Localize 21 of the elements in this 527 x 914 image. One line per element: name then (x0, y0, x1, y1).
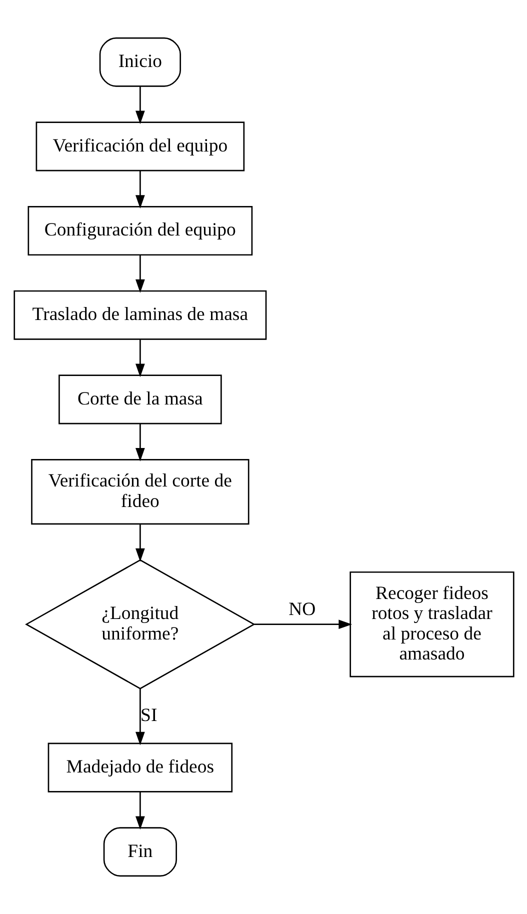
node-box: Configuración del equipo (27, 206, 252, 256)
node-box: Madejado de fideos (47, 742, 232, 792)
node-box: Fin (102, 827, 176, 877)
node-box: Traslado de laminas de masa (13, 290, 266, 340)
node-box: Verificación del corte de fideo (30, 459, 249, 525)
arrow (135, 255, 144, 293)
edge-label: SI (140, 704, 157, 726)
arrow (135, 524, 144, 562)
arrow (254, 620, 352, 630)
arrow (135, 170, 144, 209)
node-box: Inicio (98, 37, 180, 87)
arrow (135, 688, 144, 746)
node-diamond: ¿Longitud uniforme? (24, 559, 255, 690)
arrow (135, 792, 144, 830)
node-box: Corte de la masa (58, 374, 222, 424)
arrow (135, 86, 144, 124)
arrow (135, 424, 144, 462)
node-box: Recoger fideos rotos y trasladar al proceso de amasado (349, 571, 514, 678)
edge-label: NO (288, 599, 316, 620)
node-box: Verificación del equipo (35, 122, 244, 172)
arrow (135, 340, 144, 378)
